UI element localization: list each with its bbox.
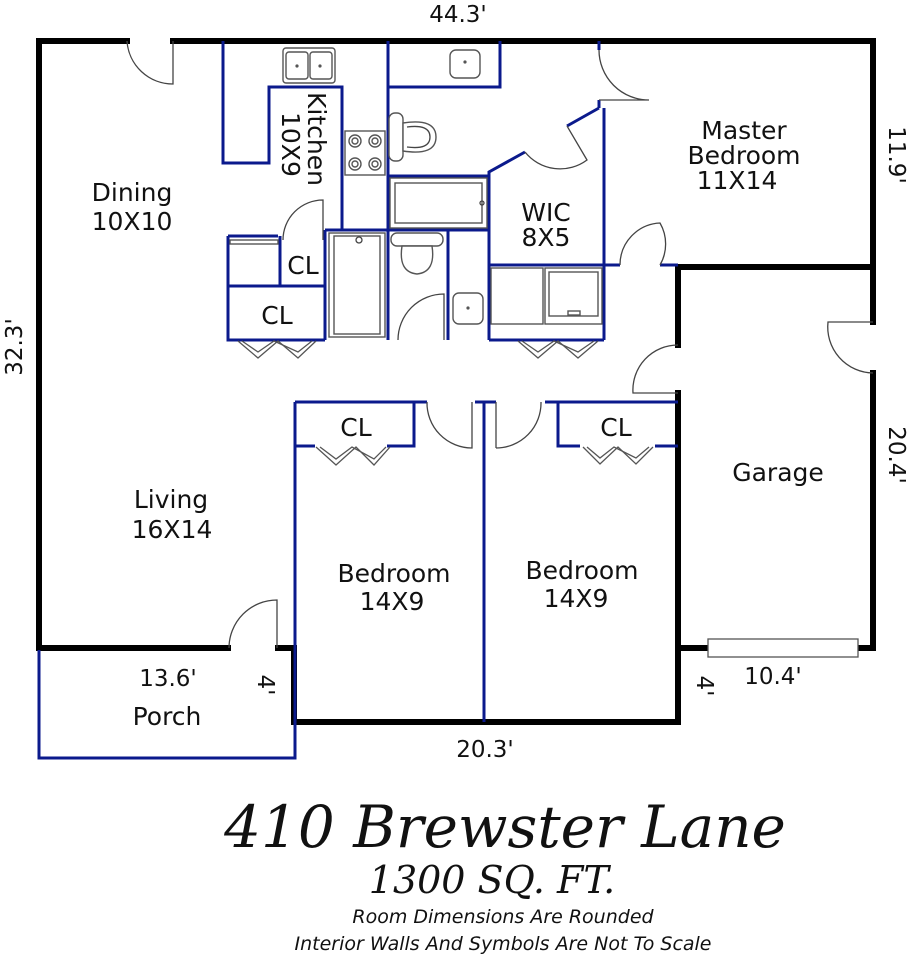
dimension-top-width: 44.3' [429, 2, 487, 28]
bathtub-icon [389, 177, 488, 229]
room-name-bedroom2: Bedroom [525, 556, 638, 585]
room-size-kitchen: 10X9 [276, 112, 305, 177]
fixtures [229, 47, 603, 338]
dimension-left-height: 32.3' [2, 318, 28, 376]
garage-door [707, 638, 859, 658]
master-door [598, 49, 650, 101]
room-name-kitchen: Kitchen [302, 92, 331, 186]
garage-side-door [827, 321, 874, 374]
bedroom1-door [426, 401, 473, 449]
toilet-icon [390, 232, 444, 275]
room-size-wic: 8X5 [522, 223, 571, 252]
interior-walls [37, 41, 678, 760]
dimension-porch-depth: 4' [252, 675, 278, 696]
room-name-bedroom1: Bedroom [337, 559, 450, 588]
room-name-master-2: Bedroom [687, 141, 800, 170]
hall-bath-door [397, 293, 445, 341]
wic-door [524, 125, 588, 170]
entry-door [126, 40, 174, 85]
room-name-dining: Dining [92, 178, 173, 207]
bifold-doors [237, 340, 654, 466]
dimension-porch-width: 13.6' [139, 666, 197, 692]
toilet-icon [388, 112, 437, 162]
address-title: 410 Brewster Lane [223, 793, 786, 861]
room-size-bedroom1: 14X9 [360, 587, 425, 616]
master-hall-door [619, 222, 667, 266]
room-name-porch: Porch [133, 702, 202, 731]
closet-label: CL [340, 413, 371, 442]
room-size-bedroom2: 14X9 [544, 584, 609, 613]
room-name-living: Living [134, 485, 208, 514]
room-name-master-1: Master [701, 116, 787, 145]
note-not-to-scale: Interior Walls And Symbols Are Not To Sc… [295, 933, 712, 955]
closet-door [282, 199, 324, 241]
bedroom2-door [495, 401, 542, 449]
closet-label: CL [600, 413, 631, 442]
room-name-garage: Garage [732, 458, 824, 487]
shower-icon [328, 232, 386, 338]
dimension-garage-step: 4' [691, 676, 717, 697]
dimension-garage-bottom: 10.4' [744, 664, 802, 690]
room-name-wic: WIC [521, 198, 571, 227]
area-label: 1300 SQ. FT. [369, 858, 615, 902]
porch-door [228, 599, 278, 649]
room-size-dining: 10X10 [92, 207, 173, 236]
closet-label: CL [287, 251, 318, 280]
room-size-master: 11X14 [697, 166, 778, 195]
stove-icon [344, 130, 386, 176]
dimension-master-right: 11.9' [883, 126, 909, 184]
dimension-garage-right: 20.4' [883, 426, 909, 484]
washer-dryer-icon [490, 267, 603, 325]
kitchen-sink-icon [282, 47, 336, 84]
room-size-living: 16X14 [132, 515, 213, 544]
bath-sink-icon [449, 49, 481, 79]
dimension-bedroom-bottom: 20.3' [456, 737, 514, 763]
bath-sink-icon [452, 292, 484, 325]
note-rounded: Room Dimensions Are Rounded [352, 906, 654, 928]
garage-entry-door [632, 344, 679, 394]
doors [126, 40, 874, 649]
closet-label: CL [261, 301, 292, 330]
